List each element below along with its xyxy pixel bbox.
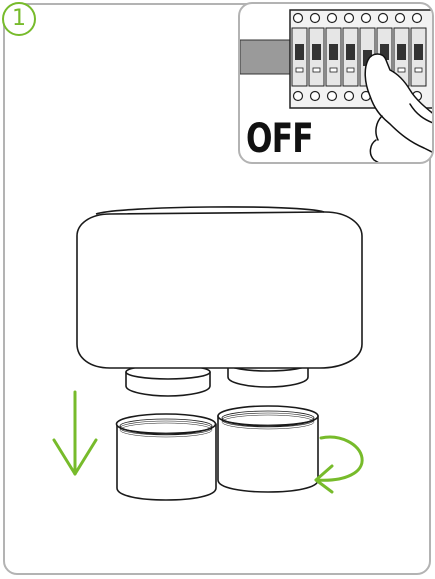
- housing: [77, 212, 362, 368]
- down-arrow-icon: [54, 392, 96, 474]
- left-cap: [117, 414, 217, 500]
- right-cap: [218, 406, 318, 492]
- rotate-arrow-icon: [316, 437, 362, 492]
